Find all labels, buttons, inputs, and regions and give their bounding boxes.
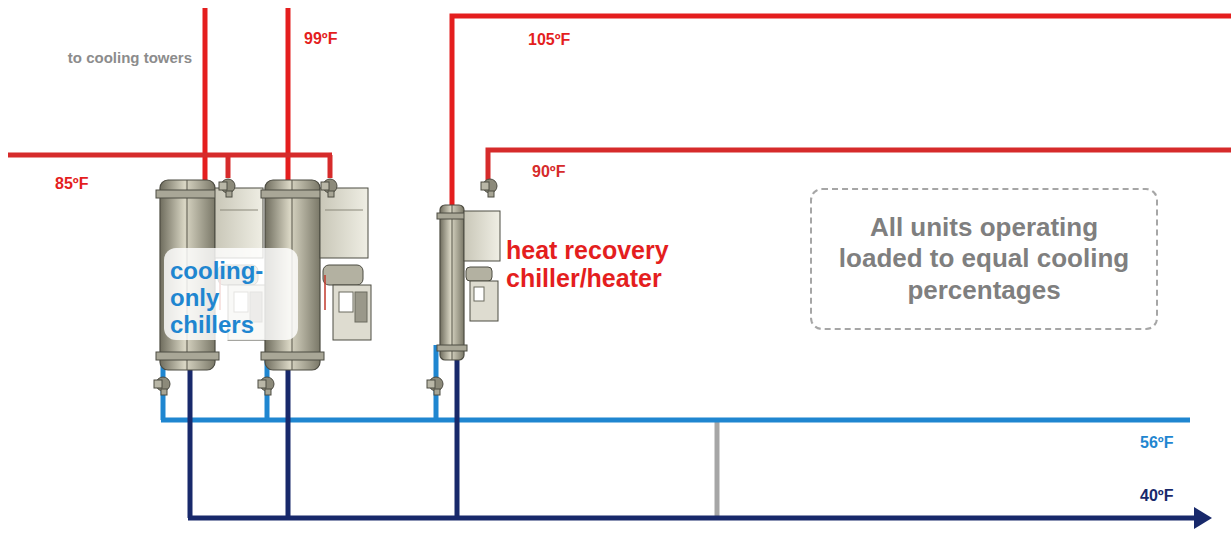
note-box: All units operating loaded to equal cool… bbox=[810, 188, 1158, 330]
temperature-label: 56ºF bbox=[1140, 434, 1220, 452]
equipment-label: heat recovery chiller/heater bbox=[506, 236, 736, 292]
temperature-label: 105ºF bbox=[528, 31, 608, 49]
temperature-label: 90ºF bbox=[532, 163, 612, 181]
equipment-label: cooling-only chillers bbox=[170, 258, 300, 339]
pipe-note: to cooling towers bbox=[40, 50, 192, 67]
temperature-label: 85ºF bbox=[55, 175, 135, 193]
temperature-label: 99ºF bbox=[304, 30, 384, 48]
note-text: All units operating loaded to equal cool… bbox=[834, 212, 1134, 306]
temperature-label: 40ºF bbox=[1140, 487, 1220, 505]
